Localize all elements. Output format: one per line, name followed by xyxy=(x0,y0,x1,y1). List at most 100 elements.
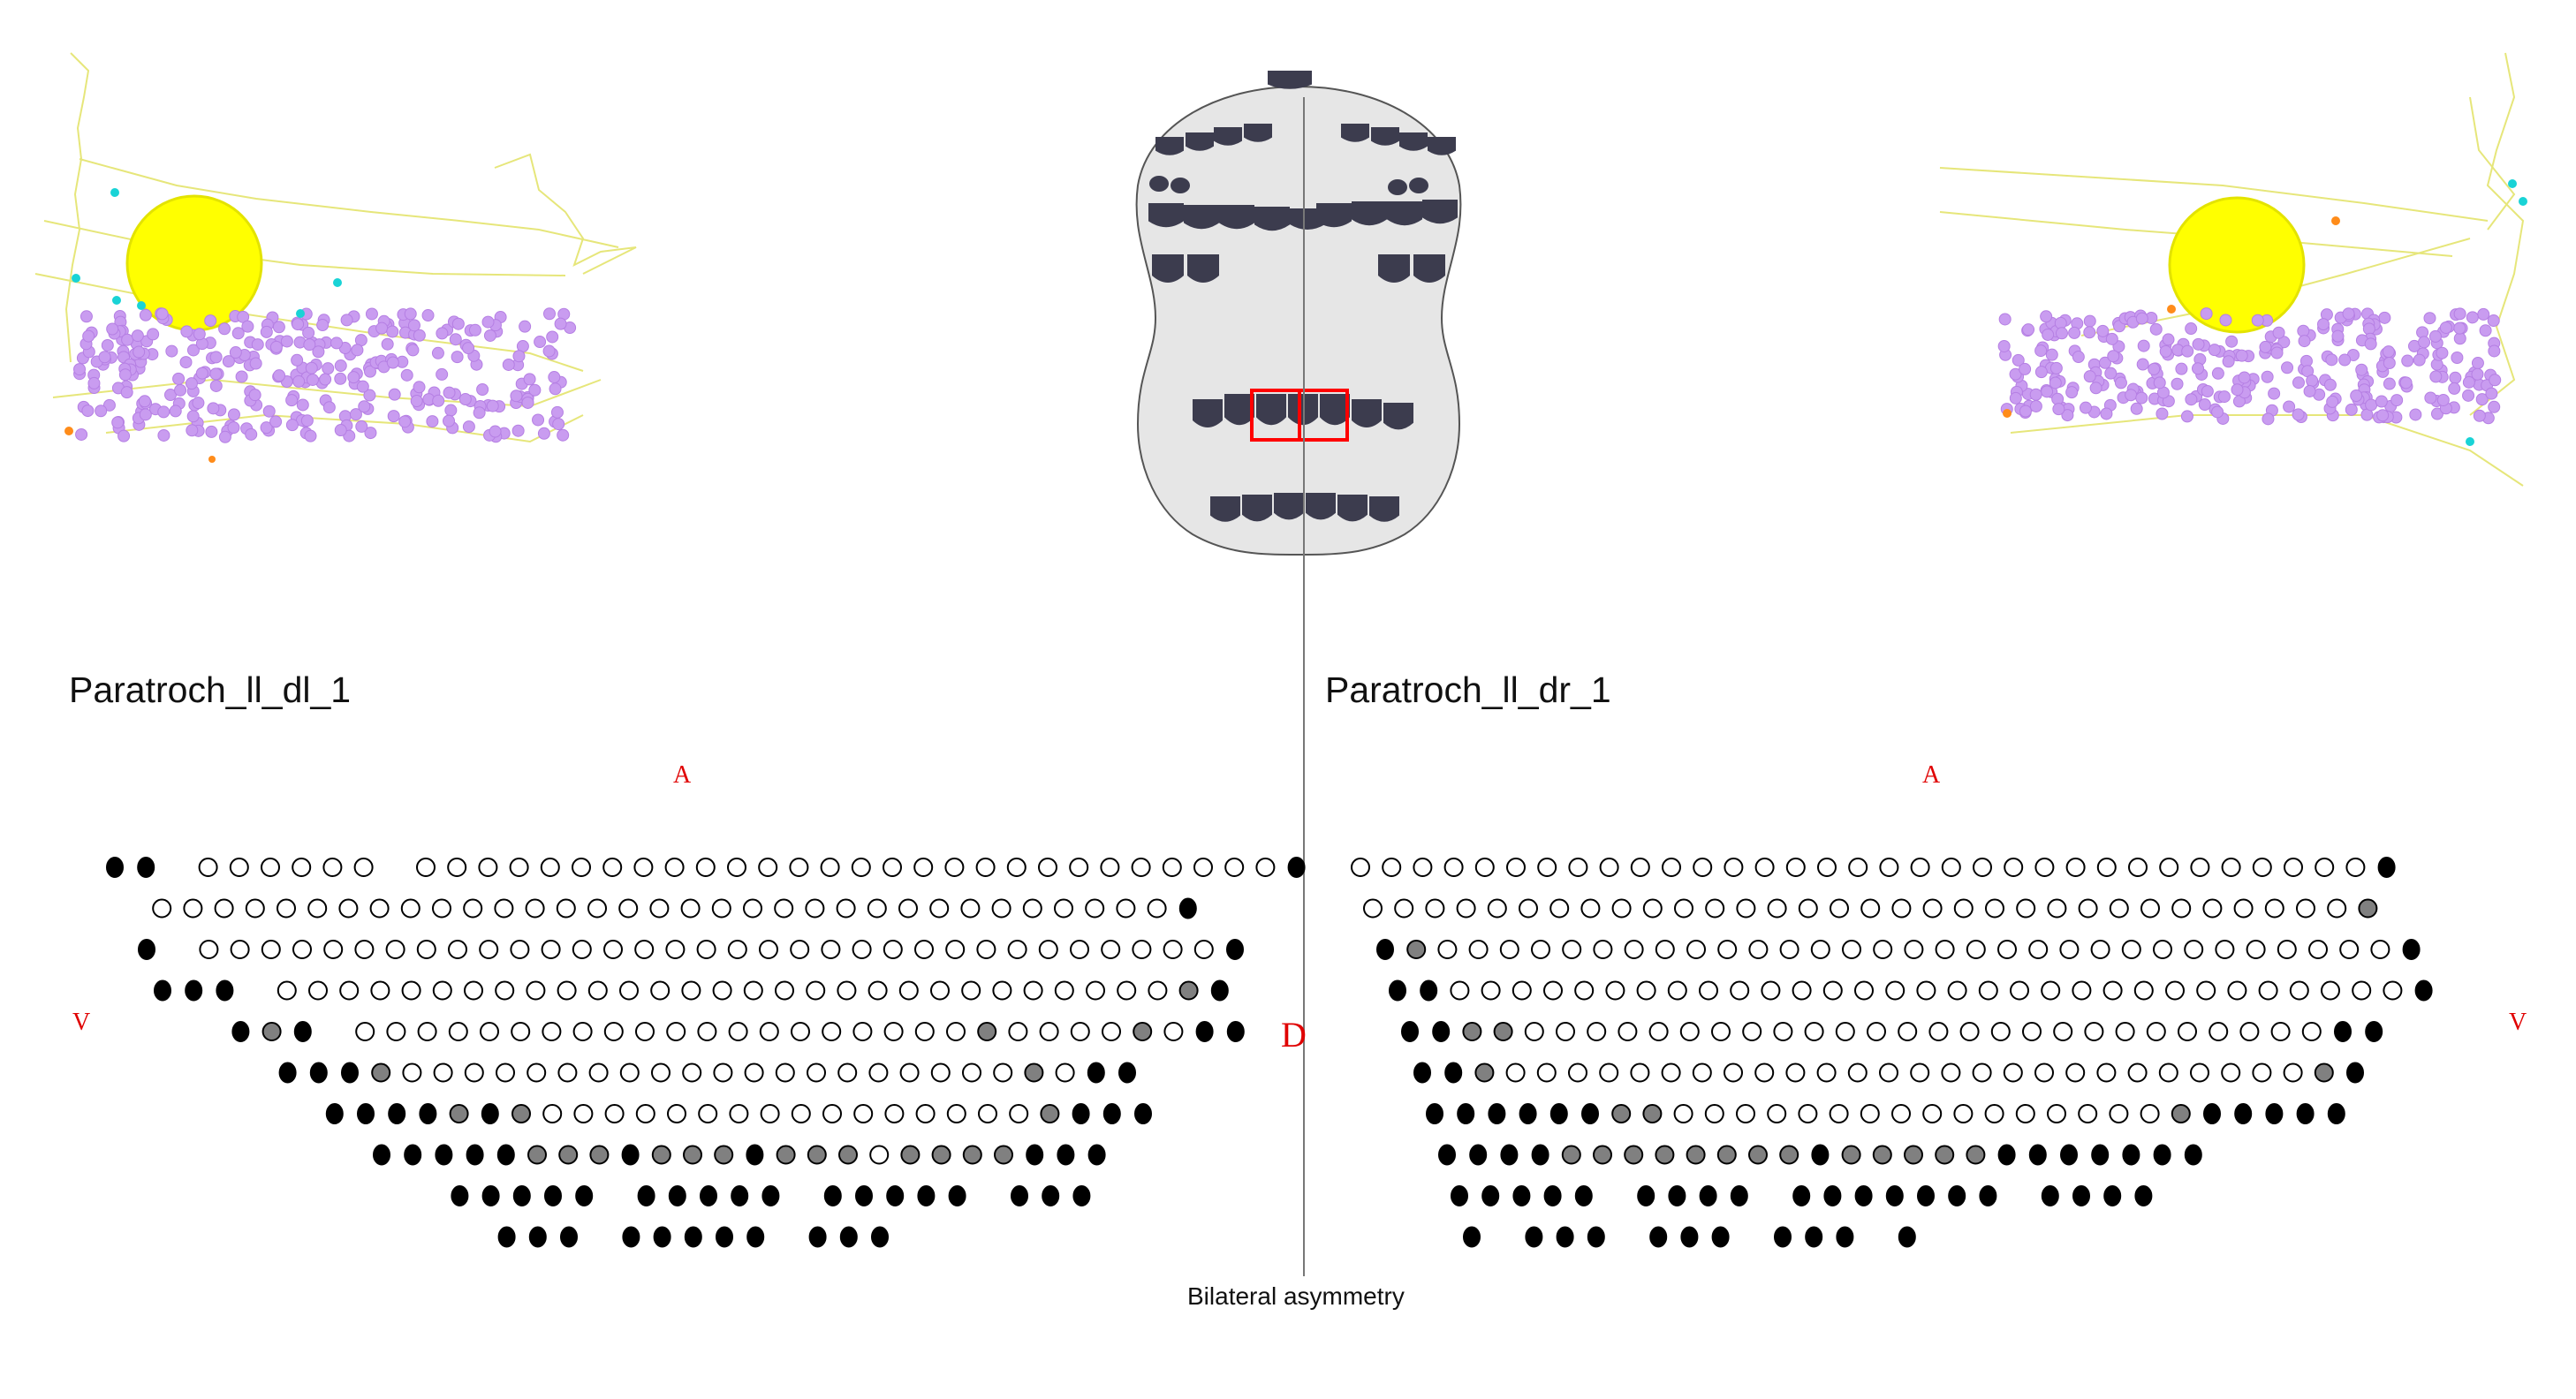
filled-dot xyxy=(1011,1185,1028,1206)
filled-dot xyxy=(808,1226,827,1248)
open-dot xyxy=(1487,898,1507,919)
open-dot xyxy=(665,940,686,959)
dorsal-midline-label: D xyxy=(1281,1015,1307,1055)
filled-dot xyxy=(731,1185,749,1206)
open-dot xyxy=(2284,858,2303,877)
open-dot xyxy=(480,1022,499,1041)
open-dot xyxy=(1437,940,1458,959)
open-dot xyxy=(1822,980,1843,1001)
open-dot xyxy=(1556,1022,1575,1041)
filled-dot xyxy=(1134,1103,1152,1124)
open-dot xyxy=(836,898,856,919)
open-dot xyxy=(1860,898,1881,919)
filled-dot xyxy=(637,1185,655,1206)
open-dot xyxy=(1038,940,1058,959)
open-dot xyxy=(214,898,234,919)
open-dot xyxy=(1193,940,1214,959)
open-dot xyxy=(1648,1022,1669,1041)
open-dot xyxy=(1116,898,1136,919)
open-dot xyxy=(2041,980,2061,1001)
open-dot xyxy=(1224,858,1245,877)
open-dot xyxy=(1054,898,1073,919)
filled-dot xyxy=(1549,1103,1568,1124)
open-dot xyxy=(651,1062,671,1083)
open-dot xyxy=(618,898,639,919)
open-dot xyxy=(2277,940,2297,959)
open-dot xyxy=(1953,1104,1974,1123)
open-dot xyxy=(915,1104,936,1123)
open-dot xyxy=(664,858,685,877)
open-dot xyxy=(2308,940,2328,959)
open-dot xyxy=(711,898,731,919)
open-dot xyxy=(2233,898,2254,919)
open-dot xyxy=(245,898,265,919)
gray-dot xyxy=(1178,980,1199,1001)
open-dot xyxy=(542,1022,562,1041)
open-dot xyxy=(775,1062,795,1083)
open-dot xyxy=(914,940,934,959)
filled-dot xyxy=(2234,1103,2253,1124)
open-dot xyxy=(527,1062,547,1083)
open-dot xyxy=(649,898,670,919)
cilia-bundle xyxy=(1371,127,1399,146)
open-dot xyxy=(1022,898,1042,919)
filled-dot xyxy=(1057,1144,1075,1166)
open-dot xyxy=(261,858,280,877)
filled-dot xyxy=(1531,1144,1549,1166)
filled-dot xyxy=(575,1185,594,1206)
render-left xyxy=(34,52,637,463)
open-dot xyxy=(1798,898,1818,919)
open-dot xyxy=(1748,940,1769,959)
orange-points xyxy=(64,427,216,463)
open-dot xyxy=(929,898,950,919)
open-dot xyxy=(1711,1022,1731,1041)
filled-dot xyxy=(2296,1103,2315,1124)
filled-dot xyxy=(1587,1226,1605,1248)
filled-dot xyxy=(2265,1103,2284,1124)
open-dot xyxy=(899,1062,920,1083)
open-dot xyxy=(1101,940,1121,959)
open-dot xyxy=(496,1062,515,1083)
open-dot xyxy=(2140,1104,2160,1123)
gray-dot xyxy=(838,1145,858,1165)
open-dot xyxy=(2047,1104,2066,1123)
open-dot xyxy=(588,1062,609,1083)
gray-dot xyxy=(589,1145,610,1165)
open-dot xyxy=(2109,898,2129,919)
open-dot xyxy=(2315,858,2335,877)
filled-dot xyxy=(2377,857,2396,878)
open-dot xyxy=(557,1062,578,1083)
gray-dot xyxy=(1779,1145,1799,1165)
open-dot xyxy=(2327,898,2347,919)
open-dot xyxy=(2352,980,2372,1001)
open-dot xyxy=(1642,898,1663,919)
open-dot xyxy=(821,940,841,959)
filled-dot xyxy=(1481,1185,1500,1206)
filled-dot xyxy=(1836,1226,1854,1248)
cilia-bundle xyxy=(1341,124,1369,142)
cilia-bundle xyxy=(1244,124,1272,142)
open-dot xyxy=(1351,858,1370,877)
cilia-bundle xyxy=(1155,137,1184,155)
open-dot xyxy=(1898,1022,1918,1041)
open-dot xyxy=(1618,1022,1638,1041)
open-dot xyxy=(511,1022,531,1041)
gray-dot xyxy=(1406,940,1427,959)
open-dot xyxy=(1941,1062,1961,1083)
gray-dot xyxy=(1024,1062,1044,1083)
open-dot xyxy=(682,1062,702,1083)
open-dot xyxy=(2128,858,2148,877)
open-dot xyxy=(2072,980,2092,1001)
filled-dot xyxy=(528,1226,547,1248)
gray-dot xyxy=(1040,1104,1060,1123)
open-dot xyxy=(1966,940,1986,959)
open-dot xyxy=(1679,1022,1700,1041)
open-dot xyxy=(944,858,965,877)
open-dot xyxy=(2065,1062,2086,1083)
open-dot xyxy=(1023,980,1043,1001)
filled-dot xyxy=(1087,1144,1106,1166)
open-dot xyxy=(542,1104,563,1123)
open-dot xyxy=(930,980,950,1001)
open-dot xyxy=(1605,980,1625,1001)
open-dot xyxy=(1038,858,1057,877)
